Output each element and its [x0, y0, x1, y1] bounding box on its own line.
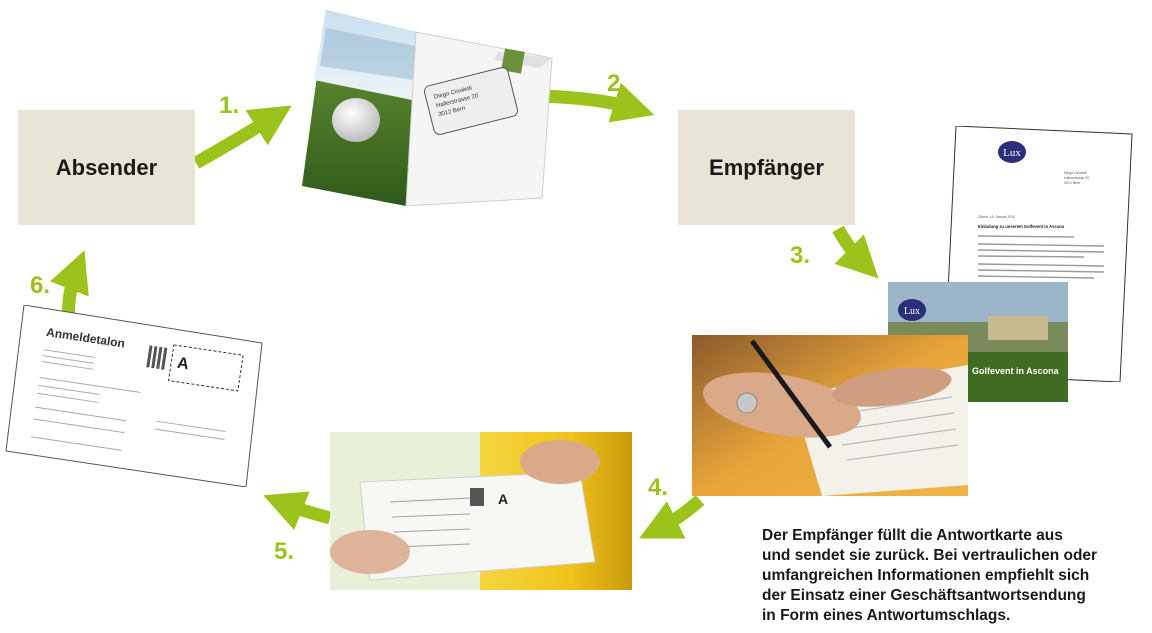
- step-5-label: 5.: [274, 538, 295, 565]
- reply-card-stamp: A: [176, 355, 190, 374]
- letter-address-3: 3012 Bern: [1064, 181, 1080, 185]
- photo-card-stamp: A: [498, 491, 508, 507]
- photo-posting-card: A: [330, 432, 632, 590]
- recipient-box: Empfänger: [678, 110, 855, 225]
- caption-line-1: Der Empfänger füllt die Antwortkarte aus: [762, 527, 1063, 544]
- sender-box: Absender: [18, 110, 195, 225]
- letter-address-2: Hallerstrasse 20: [1064, 176, 1089, 180]
- letter-address-1: Diego Cinoletti: [1064, 171, 1087, 175]
- brochure-title: Golfevent in Ascona: [972, 366, 1060, 376]
- arrow-5: [263, 491, 332, 531]
- brochure-logo: Lux: [904, 306, 920, 317]
- step-4-label: 4.: [648, 474, 669, 501]
- arrow-2: [539, 82, 655, 123]
- envelope-mailing: Diego Cinoletti Hallerstrasse 20 3012 Be…: [302, 10, 553, 206]
- caption-line-2: und sendet sie zurück. Bei vertraulichen…: [762, 547, 1098, 564]
- recipient-label: Empfänger: [709, 154, 824, 180]
- step-2-label: 2.: [607, 70, 628, 97]
- caption-line-5: in Form eines Antwortumschlags.: [762, 607, 1011, 624]
- arrow-1: [192, 105, 292, 169]
- arrow-4: [639, 495, 705, 539]
- letter-subject: Einladung zu unserem Golfevent in Ascona: [978, 224, 1065, 229]
- letter-date: Zürich, 15. Januar 2011: [978, 215, 1015, 219]
- step-1-label: 1.: [219, 92, 240, 119]
- step-6-label: 6.: [30, 272, 51, 299]
- letter-logo: Lux: [1003, 147, 1021, 159]
- sender-label: Absender: [55, 154, 158, 180]
- caption-line-3: umfangreichen Informationen empfiehlt si…: [762, 567, 1090, 584]
- step-3-label: 3.: [790, 242, 811, 269]
- arrow-3: [832, 225, 879, 279]
- reply-card: Anmeldetalon A: [5, 305, 263, 487]
- caption-line-4: der Einsatz einer Geschäftsantwortsendun…: [762, 587, 1086, 604]
- photo-filling-card: [692, 335, 968, 496]
- step-4-description: Der Empfänger füllt die Antwortkarte aus…: [762, 526, 1147, 626]
